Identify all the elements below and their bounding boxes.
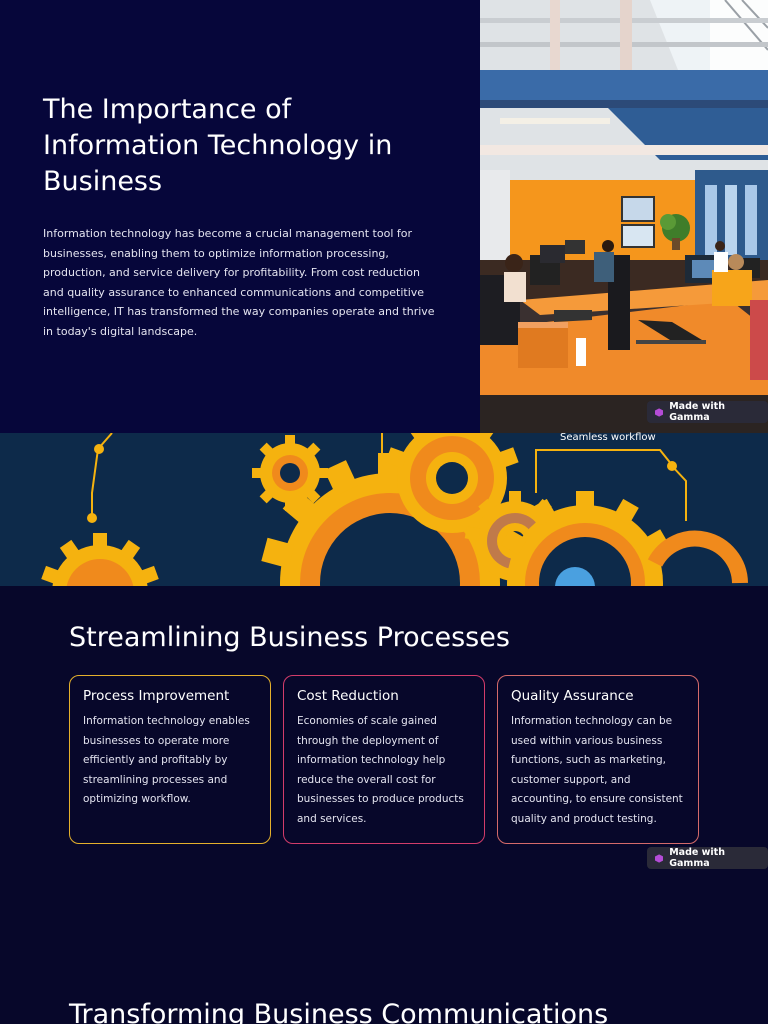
made-with-gamma-badge[interactable]: Made with Gamma	[647, 847, 768, 869]
slide-intro: The Importance of Information Technology…	[0, 0, 768, 433]
card-body: Information technology enables businesse…	[83, 715, 250, 805]
office-photo	[480, 0, 768, 433]
card-body: Information technology can be used withi…	[511, 715, 683, 825]
gears-illustration	[41, 433, 748, 586]
card-process-improvement: Process Improvement Information technolo…	[69, 675, 271, 844]
office-illustration	[480, 0, 768, 433]
made-with-gamma-badge[interactable]: Made with Gamma	[647, 401, 768, 423]
intro-title: The Importance of Information Technology…	[43, 94, 393, 197]
card-quality-assurance: Quality Assurance Information technology…	[497, 675, 699, 844]
gears-banner-image	[0, 433, 768, 586]
streamlining-title: Streamlining Business Processes	[69, 622, 510, 653]
card-body: Economies of scale gained through the de…	[297, 715, 464, 825]
card-title: Process Improvement	[83, 688, 230, 704]
gamma-badge-label: Made with Gamma	[669, 401, 725, 423]
slide-streamlining: Streamlining Business Processes Process …	[0, 586, 768, 886]
gamma-logo-icon	[655, 853, 664, 863]
communications-title: Transforming Business Communications	[69, 999, 609, 1024]
gamma-badge-label: Made with Gamma	[669, 847, 725, 869]
workflow-label: Seamless workflow	[560, 432, 656, 443]
gamma-logo-icon	[655, 407, 664, 417]
card-title: Quality Assurance	[511, 688, 634, 704]
card-title: Cost Reduction	[297, 688, 399, 704]
card-cost-reduction: Cost Reduction Economies of scale gained…	[283, 675, 485, 844]
intro-text-block: The Importance of Information Technology…	[43, 92, 443, 342]
intro-body: Information technology has become a cruc…	[43, 227, 435, 338]
